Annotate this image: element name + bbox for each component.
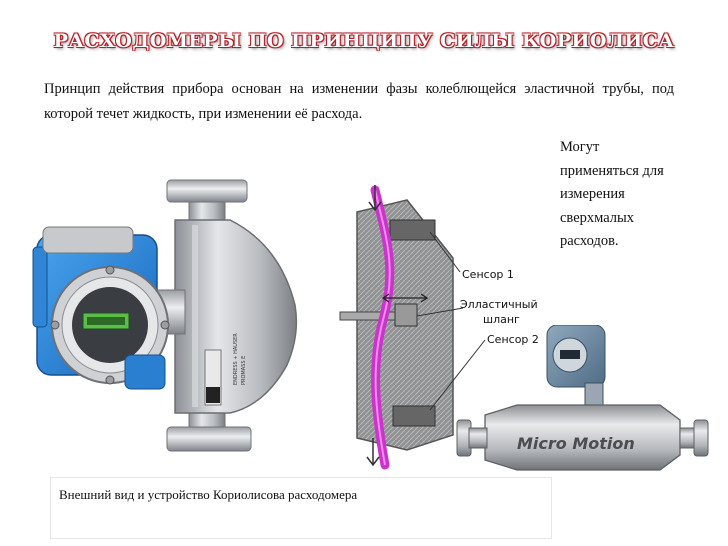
- left-device-model: PROMASS E: [241, 356, 247, 385]
- label-elastic-hose-line1: Элластичный: [460, 298, 538, 311]
- label-sensor-2: Сенсор 2: [487, 333, 539, 346]
- label-sensor-1: Сенсор 1: [462, 268, 514, 281]
- side-note: Могут применяться для измерения сверхмал…: [560, 139, 664, 249]
- figure-caption: Внешний вид и устройство Кориолисова рас…: [59, 487, 358, 502]
- intro-paragraph: Принцип действия прибора основан на изме…: [44, 81, 674, 122]
- micro-motion-flowmeter-image: Micro Motion: [456, 325, 709, 471]
- right-device-brand: Micro Motion: [517, 434, 635, 453]
- endress-hauser-flowmeter-image: ENDRESS + HAUSER PROMASS E: [32, 179, 298, 452]
- label-elastic-hose-line2: шланг: [483, 313, 520, 326]
- coriolis-schematic-diagram: Сенсор 1 Элластичный шланг Сенсор 2: [339, 185, 539, 470]
- left-device-brand: ENDRESS + HAUSER: [233, 333, 239, 385]
- caption-box: [50, 477, 552, 539]
- page-title: РАСХОДОМЕРЫ ПО ПРИНЦИПУ СИЛЫ КОРИОЛИСА: [53, 30, 675, 52]
